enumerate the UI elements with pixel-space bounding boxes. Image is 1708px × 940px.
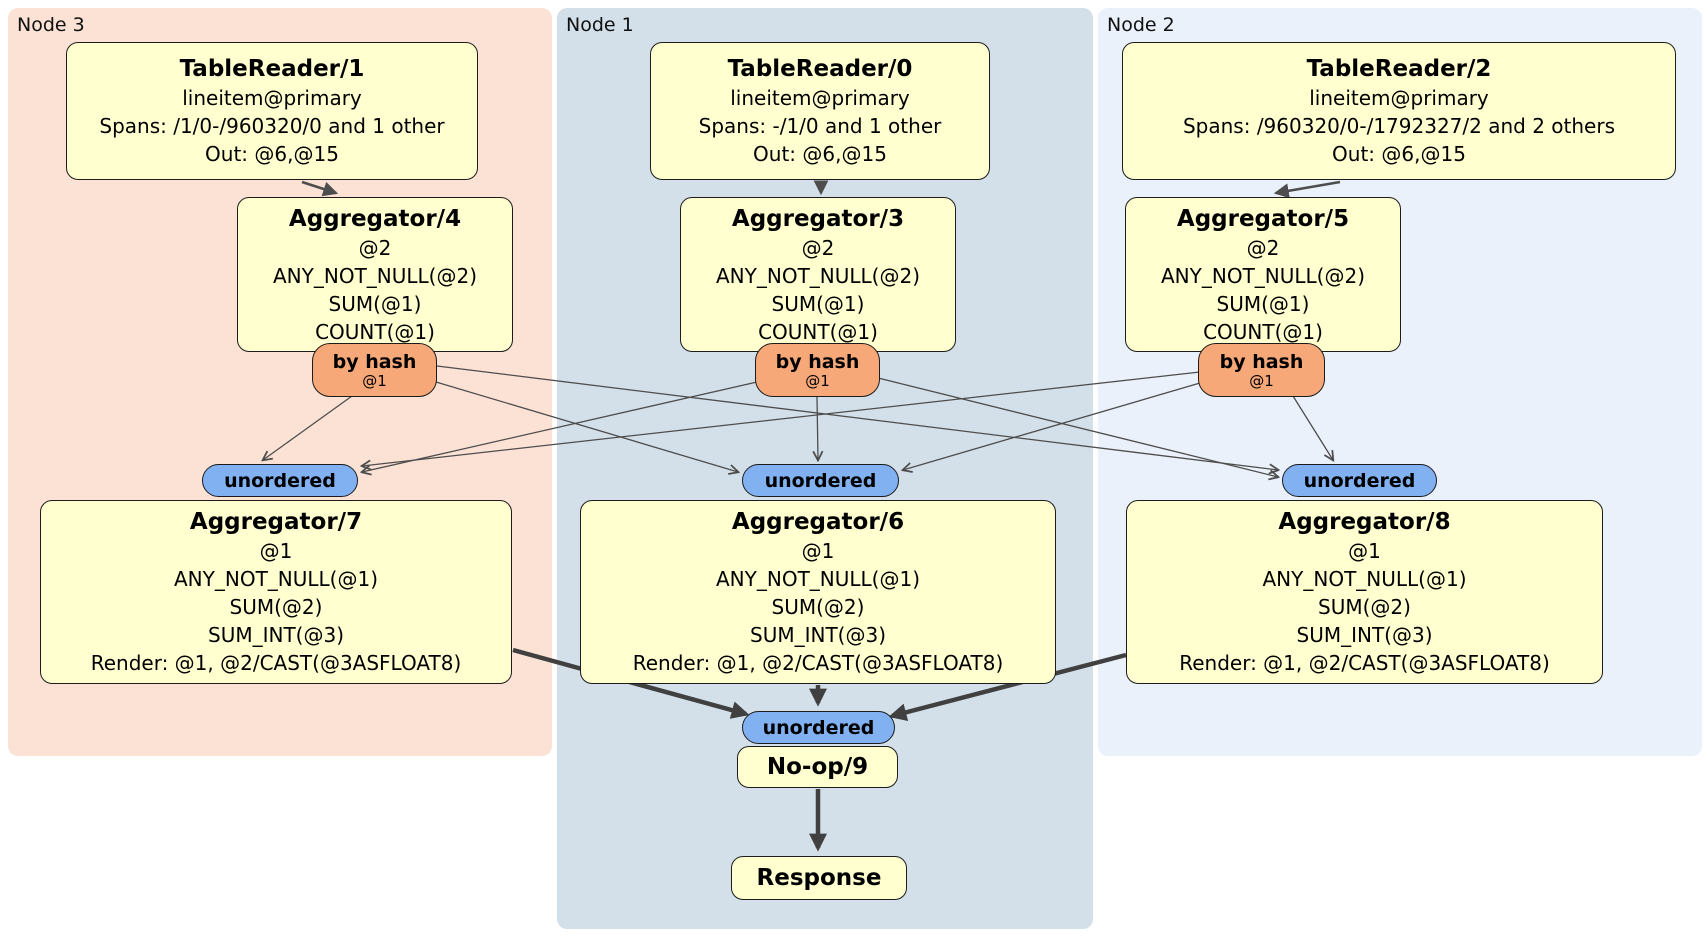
processor-out-line: Out: @6,@15 bbox=[753, 142, 887, 166]
region-label-node1: Node 1 bbox=[566, 14, 634, 36]
processor-tablereader-2: TableReader/2 lineitem@primary Spans: /9… bbox=[1122, 42, 1676, 180]
processor-title: Aggregator/3 bbox=[731, 205, 905, 232]
processor-out-line: Out: @6,@15 bbox=[205, 142, 339, 166]
processor-title: TableReader/0 bbox=[727, 56, 913, 82]
processor-title: Aggregator/7 bbox=[189, 509, 363, 535]
processor-noop-9: No-op/9 bbox=[737, 746, 898, 788]
processor-title: TableReader/2 bbox=[1306, 56, 1492, 82]
processor-agg-fn: SUM(@1) bbox=[1216, 291, 1310, 316]
processor-agg-fn: COUNT(@1) bbox=[758, 319, 878, 344]
processor-group-line: @2 bbox=[801, 235, 835, 260]
router-label: by hash bbox=[775, 350, 860, 373]
processor-index-line: lineitem@primary bbox=[1309, 86, 1489, 110]
processor-agg-fn: SUM(@1) bbox=[328, 291, 422, 316]
router-by-hash-3: by hash @1 bbox=[755, 343, 880, 397]
processor-aggregator-3: Aggregator/3 @2 ANY_NOT_NULL(@2) SUM(@1)… bbox=[680, 197, 956, 352]
processor-aggregator-4: Aggregator/4 @2 ANY_NOT_NULL(@2) SUM(@1)… bbox=[237, 197, 513, 352]
processor-group-line: @1 bbox=[1348, 539, 1381, 563]
router-by-hash-5: by hash @1 bbox=[1198, 343, 1325, 397]
router-label: by hash bbox=[1219, 350, 1304, 373]
processor-tablereader-0: TableReader/0 lineitem@primary Spans: -/… bbox=[650, 42, 990, 180]
processor-agg-fn: SUM_INT(@3) bbox=[750, 623, 886, 647]
processor-agg-fn: ANY_NOT_NULL(@1) bbox=[1262, 567, 1467, 591]
processor-title: Aggregator/5 bbox=[1176, 205, 1350, 232]
edges-tablereader-to-aggregator bbox=[301, 180, 1341, 199]
processor-index-line: lineitem@primary bbox=[182, 86, 362, 110]
edges-router-to-sync bbox=[263, 365, 1333, 477]
processor-spans-line: Spans: /960320/0-/1792327/2 and 2 others bbox=[1182, 114, 1615, 138]
region-label-node2: Node 2 bbox=[1107, 14, 1175, 36]
processor-out-line: Out: @6,@15 bbox=[1332, 142, 1466, 166]
processor-agg-fn: SUM(@1) bbox=[771, 291, 865, 316]
processor-aggregator-5: Aggregator/5 @2 ANY_NOT_NULL(@2) SUM(@1)… bbox=[1125, 197, 1401, 352]
processor-agg-fn: ANY_NOT_NULL(@2) bbox=[1161, 263, 1365, 288]
processor-title: Aggregator/4 bbox=[288, 205, 462, 232]
processor-agg-fn: ANY_NOT_NULL(@1) bbox=[174, 567, 378, 591]
processor-agg-fn: SUM(@2) bbox=[1318, 595, 1411, 619]
processor-group-line: @2 bbox=[358, 235, 392, 260]
processor-group-line: @2 bbox=[1246, 235, 1280, 260]
processor-render-line: Render: @1, @2/CAST(@3ASFLOAT8) bbox=[90, 651, 462, 675]
processor-agg-fn: COUNT(@1) bbox=[315, 319, 435, 344]
processor-aggregator-8: Aggregator/8 @1 ANY_NOT_NULL(@1) SUM(@2)… bbox=[1126, 500, 1603, 684]
router-hash-columns: @1 bbox=[805, 371, 830, 390]
processor-agg-fn: SUM_INT(@3) bbox=[1296, 623, 1433, 647]
sync-unordered-right: unordered bbox=[1282, 464, 1437, 497]
processor-title: No-op/9 bbox=[766, 754, 869, 780]
processor-index-line: lineitem@primary bbox=[730, 86, 910, 110]
sync-unordered-bottom: unordered bbox=[742, 711, 895, 744]
processor-agg-fn: ANY_NOT_NULL(@1) bbox=[716, 567, 920, 591]
processor-response: Response bbox=[731, 856, 907, 900]
processor-aggregator-7: Aggregator/7 @1 ANY_NOT_NULL(@1) SUM(@2)… bbox=[40, 500, 512, 684]
router-hash-columns: @1 bbox=[362, 371, 387, 390]
processor-agg-fn: SUM(@2) bbox=[771, 595, 865, 619]
processor-title: Aggregator/8 bbox=[1278, 509, 1451, 535]
router-label: by hash bbox=[332, 350, 417, 373]
processor-agg-fn: SUM(@2) bbox=[229, 595, 323, 619]
processor-render-line: Render: @1, @2/CAST(@3ASFLOAT8) bbox=[1179, 651, 1550, 675]
router-hash-columns: @1 bbox=[1249, 371, 1274, 390]
processor-title: TableReader/1 bbox=[179, 56, 365, 82]
sync-unordered-left: unordered bbox=[202, 464, 358, 497]
processor-spans-line: Spans: /1/0-/960320/0 and 1 other bbox=[99, 114, 445, 138]
processor-title: Response bbox=[756, 865, 882, 891]
processor-group-line: @1 bbox=[259, 539, 293, 563]
processor-aggregator-6: Aggregator/6 @1 ANY_NOT_NULL(@1) SUM(@2)… bbox=[580, 500, 1056, 684]
processor-agg-fn: ANY_NOT_NULL(@2) bbox=[273, 263, 477, 288]
processor-render-line: Render: @1, @2/CAST(@3ASFLOAT8) bbox=[632, 651, 1004, 675]
sync-unordered-middle: unordered bbox=[742, 464, 899, 497]
processor-agg-fn: COUNT(@1) bbox=[1203, 319, 1323, 344]
router-by-hash-4: by hash @1 bbox=[312, 343, 437, 397]
processor-agg-fn: SUM_INT(@3) bbox=[208, 623, 344, 647]
processor-title: Aggregator/6 bbox=[731, 509, 905, 535]
processor-spans-line: Spans: -/1/0 and 1 other bbox=[698, 114, 942, 138]
processor-agg-fn: ANY_NOT_NULL(@2) bbox=[716, 263, 920, 288]
region-label-node3: Node 3 bbox=[17, 14, 85, 36]
processor-tablereader-1: TableReader/1 lineitem@primary Spans: /1… bbox=[66, 42, 478, 180]
processor-group-line: @1 bbox=[801, 539, 835, 563]
